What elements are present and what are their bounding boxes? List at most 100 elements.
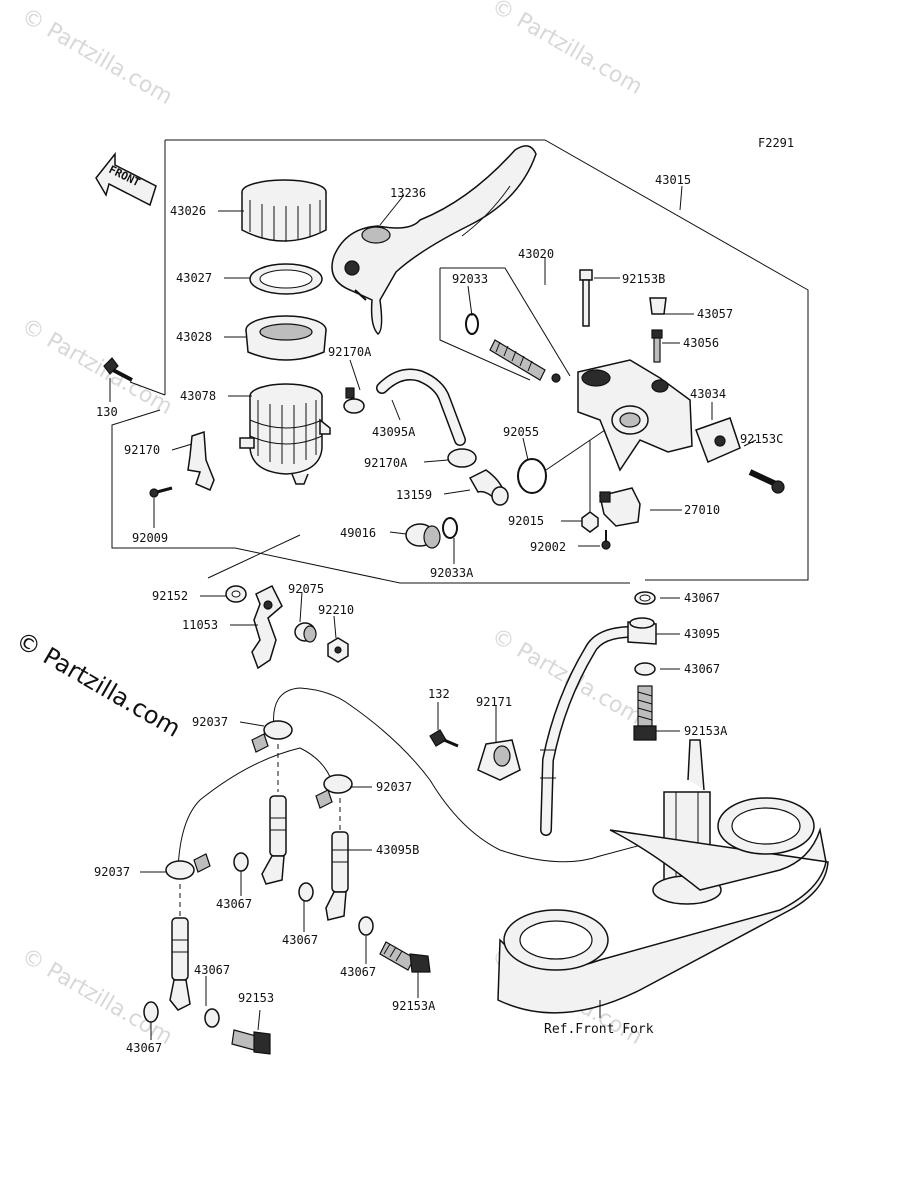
part-label[interactable]: 92170A [364,456,408,470]
part-label[interactable]: 43067 [340,965,376,979]
watermarks: © Partzilla.com © Partzilla.com © Partzi… [11,0,647,1050]
part-label[interactable]: 43067 [684,662,720,676]
part-label[interactable]: 43067 [126,1041,162,1055]
part-label[interactable]: 43067 [194,963,230,977]
piston-kit [465,313,561,383]
part-label[interactable]: 92009 [132,531,168,545]
part-label[interactable]: 92210 [318,603,354,617]
brake-switch [599,487,641,527]
reservoir-bracket [187,430,215,491]
nut-92210 [327,637,349,663]
hose-fitting [468,469,509,506]
o-ring [517,458,547,494]
part-label[interactable]: 92153A [392,999,436,1013]
bolt-132 [429,729,459,748]
part-label[interactable]: 43078 [180,389,216,403]
bracket-11053 [251,584,283,670]
part-label[interactable]: 43095A [372,425,416,439]
part-label[interactable]: 43067 [282,933,318,947]
circlip [442,517,458,539]
watermark: © Partzilla.com [487,624,647,731]
leader-line [545,429,606,471]
banjo-bolt [633,685,657,741]
part-label[interactable]: 43067 [216,897,252,911]
part-label[interactable]: 92033A [430,566,474,580]
part-label[interactable]: 92153C [740,432,783,446]
washer [634,662,656,676]
banjo-bolt-lower [379,941,431,973]
part-label[interactable]: 43057 [697,307,733,321]
nut-92015 [581,511,599,533]
part-label[interactable]: 92037 [376,780,412,794]
part-labels: 43026 13236 43015 43027 43020 92033 9215… [94,173,783,1055]
part-label[interactable]: 27010 [684,503,720,517]
front-fork-triple-clamp [497,739,829,1018]
part-label[interactable]: 92055 [503,425,539,439]
part-label[interactable]: 92037 [94,865,130,879]
part-label[interactable]: 92153A [684,724,728,738]
part-label[interactable]: 92075 [288,582,324,596]
grommet [405,523,441,549]
collar-92075 [294,622,317,643]
bleeder-valve [651,329,663,363]
reservoir-cap [241,179,327,242]
part-label[interactable]: 92002 [530,540,566,554]
front-direction-arrow: FRONT [95,151,157,207]
washer-hole [639,594,651,602]
reservoir-hose [376,368,466,446]
part-label[interactable]: 11053 [182,618,218,632]
hose-clamp-mid [447,448,477,468]
part-label[interactable]: 92015 [508,514,544,528]
part-label[interactable]: 43026 [170,204,206,218]
part-label[interactable]: 43015 [655,173,691,187]
watermark: © Partzilla.com [17,4,177,111]
assembly-frame [111,139,809,584]
hose-clamp [343,387,365,414]
part-label[interactable]: 43020 [518,247,554,261]
diaphragm-ring [249,263,323,295]
part-label[interactable]: 43095B [376,843,419,857]
part-label[interactable]: 43056 [683,336,719,350]
part-label[interactable]: 92153B [622,272,665,286]
diaphragm-plate [245,315,327,361]
part-label[interactable]: 92033 [452,272,488,286]
part-label[interactable]: 92152 [152,589,188,603]
piston-kit-frame [439,267,571,381]
part-label[interactable]: 132 [428,687,450,701]
bleeder-cap [649,297,667,315]
bolt-130 [103,357,133,382]
part-label[interactable]: 92171 [476,695,512,709]
part-label[interactable]: 43028 [176,330,212,344]
brake-lever [331,145,537,335]
watermark: © Partzilla.com [17,944,177,1051]
bolt-92153b [579,269,593,327]
banjo-bolt-92153 [231,1029,271,1055]
part-label[interactable]: 43095 [684,627,720,641]
figure-code: F2291 [758,136,794,150]
part-label[interactable]: 49016 [340,526,376,540]
lower-brake-hoses [165,687,661,1011]
part-label[interactable]: 13236 [390,186,426,200]
bolt-92153c [748,469,785,494]
watermark-main: © Partzilla.com [11,626,185,743]
part-label[interactable]: 92170 [124,443,160,457]
screw-92009 [149,486,173,498]
part-label[interactable]: 92037 [192,715,228,729]
part-label[interactable]: 92153 [238,991,274,1005]
reservoir-body [239,383,331,485]
watermark: © Partzilla.com [487,0,647,100]
part-label[interactable]: 43067 [684,591,720,605]
part-label[interactable]: 43027 [176,271,212,285]
part-label[interactable]: 43034 [690,387,726,401]
main-brake-hose [540,617,657,836]
part-label[interactable]: 13159 [396,488,432,502]
screw-92002 [601,530,611,550]
washer-92152 [225,585,247,603]
part-label[interactable]: 130 [96,405,118,419]
hose-clamp-92171 [477,739,521,781]
master-cylinder-body [577,359,741,472]
reference-note: Ref.Front Fork [544,1022,654,1037]
part-label[interactable]: 92170A [328,345,372,359]
